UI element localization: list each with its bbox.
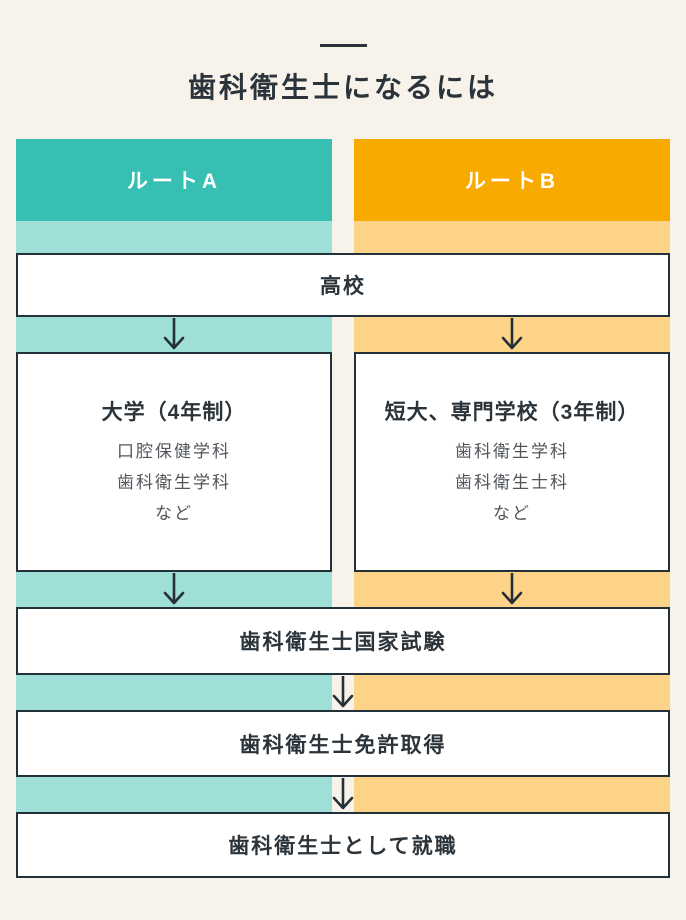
step-college-line: 歯科衛生学科 <box>455 441 569 461</box>
step-university-line: 歯科衛生学科 <box>117 472 231 492</box>
title-rule <box>320 44 367 47</box>
route-a-header: ルートA <box>16 139 332 221</box>
step-highschool: 高校 <box>16 253 670 317</box>
step-university-line: 口腔保健学科 <box>117 441 231 461</box>
step-college: 短大、専門学校（3年制） 歯科衛生学科 歯科衛生士科 など <box>354 352 670 572</box>
step-license-label: 歯科衛生士免許取得 <box>239 733 447 757</box>
route-b-label: ルートB <box>464 170 560 193</box>
step-university-title: 大学（4年制） <box>101 400 247 424</box>
step-university-line: など <box>155 503 193 523</box>
route-a-label: ルートA <box>126 170 222 193</box>
step-national-exam-label: 歯科衛生士国家試験 <box>239 631 447 654</box>
step-license: 歯科衛生士免許取得 <box>16 710 670 777</box>
step-university: 大学（4年制） 口腔保健学科 歯科衛生学科 など <box>16 352 332 572</box>
down-arrow-icon <box>498 318 526 351</box>
down-arrow-icon <box>329 676 357 709</box>
step-national-exam: 歯科衛生士国家試験 <box>16 607 670 675</box>
step-employment-label: 歯科衛生士として就職 <box>228 835 458 858</box>
down-arrow-icon <box>498 573 526 606</box>
step-college-title: 短大、専門学校（3年制） <box>384 400 640 424</box>
step-college-line: など <box>493 503 531 523</box>
step-highschool-label: 高校 <box>320 275 366 298</box>
down-arrow-icon <box>160 573 188 606</box>
route-b-header: ルートB <box>354 139 670 221</box>
step-college-line: 歯科衛生士科 <box>455 472 569 492</box>
down-arrow-icon <box>329 778 357 811</box>
down-arrow-icon <box>160 318 188 351</box>
page-title: 歯科衛生士になるには <box>187 72 498 103</box>
step-employment: 歯科衛生士として就職 <box>16 812 670 878</box>
